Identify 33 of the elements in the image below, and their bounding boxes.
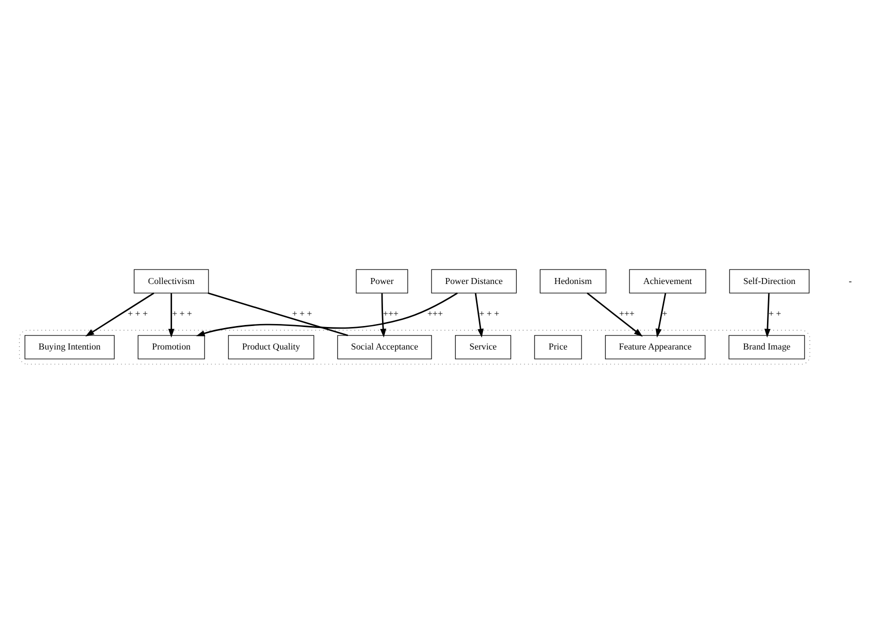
edge-label: + + + — [172, 308, 192, 319]
edge-label: + + + — [128, 308, 148, 319]
edge-label: +++ — [383, 308, 399, 319]
node-box: Achievement — [629, 269, 706, 294]
node-box: Self-Direction — [729, 269, 810, 294]
arrow — [380, 293, 386, 338]
arrow — [764, 293, 771, 338]
node-box: Collectivism — [134, 269, 209, 294]
node-box: Power Distance — [431, 269, 517, 294]
node-box: Buying Intention — [24, 335, 115, 360]
arrow — [474, 293, 484, 338]
node-box: Product Quality — [228, 335, 314, 360]
edge-label: + + + — [292, 308, 312, 319]
edge-label: + + — [768, 308, 782, 319]
label: - — [848, 276, 852, 286]
node-box: Price — [534, 335, 582, 360]
arrow — [85, 292, 154, 337]
node-box: Promotion — [138, 335, 205, 360]
arrow — [168, 293, 174, 338]
node-box: Service — [455, 335, 512, 360]
edge-label: + + + — [479, 308, 500, 319]
arrow — [196, 292, 458, 336]
edge-label: +++ — [619, 308, 635, 319]
node-box: Hedonism — [540, 269, 606, 294]
node-box: Feature Appearance — [605, 335, 706, 360]
connector — [208, 292, 348, 336]
node-box: Social Acceptance — [337, 335, 432, 360]
arrow — [656, 293, 666, 338]
node-box: Brand Image — [728, 335, 805, 360]
edge-label: + — [662, 308, 668, 319]
arrow — [586, 292, 643, 337]
node-box: Power — [356, 269, 408, 294]
edge-label: +++ — [427, 308, 443, 319]
